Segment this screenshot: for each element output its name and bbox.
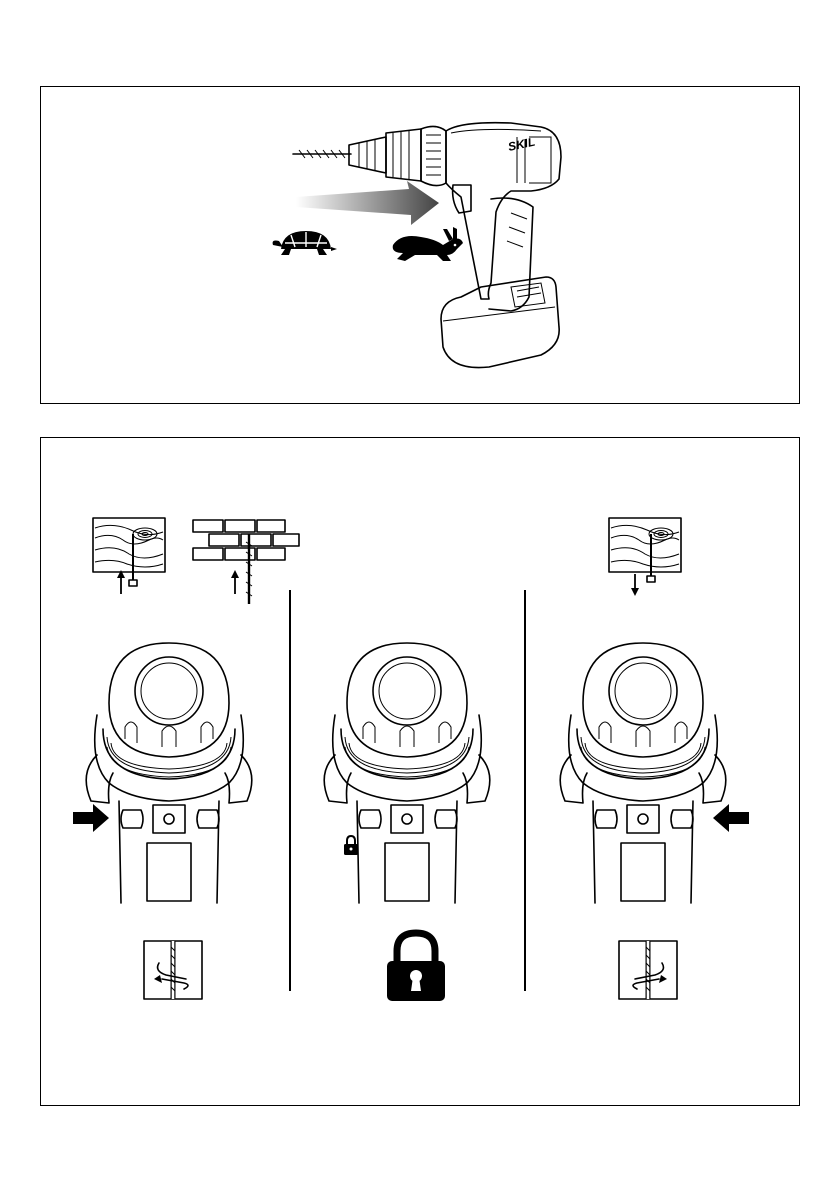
chuck-rear-view [560, 643, 726, 903]
wood-screw-out-icon [609, 518, 681, 596]
chuck-rear-view [86, 643, 252, 903]
switch-left[interactable] [359, 810, 381, 828]
drill-chuck [349, 126, 446, 185]
chuck-rear-view [324, 643, 490, 903]
small-padlock-icon [344, 836, 358, 855]
wood-screw-in-icon [93, 518, 165, 594]
switch-right[interactable] [671, 810, 693, 828]
direction-switch-illustration [41, 438, 801, 1107]
rabbit-icon [393, 227, 463, 261]
switch-right[interactable] [435, 810, 457, 828]
turtle-icon [273, 231, 337, 255]
position-lock [324, 643, 490, 1001]
push-arrow-right-icon [73, 804, 109, 832]
push-arrow-left-icon [713, 804, 749, 832]
rotation-clockwise-icon [144, 941, 202, 999]
brick-drill-icon [193, 520, 299, 604]
drill-bit [293, 150, 351, 158]
drill-battery [441, 277, 559, 368]
rotation-counterclockwise-icon [619, 941, 677, 999]
speed-arrow [296, 181, 439, 225]
svg-text:SKIL: SKIL [507, 135, 537, 154]
figure-direction-switch [40, 437, 800, 1106]
switch-left[interactable] [121, 810, 143, 828]
position-forward [73, 518, 299, 999]
padlock-icon [387, 933, 445, 1001]
position-reverse [560, 518, 749, 999]
switch-left[interactable] [595, 810, 617, 828]
drill-illustration: SKIL [41, 87, 801, 405]
figure-speed-control: SKIL [40, 86, 800, 404]
switch-right[interactable] [197, 810, 219, 828]
brand-logo: SKIL [507, 135, 537, 154]
